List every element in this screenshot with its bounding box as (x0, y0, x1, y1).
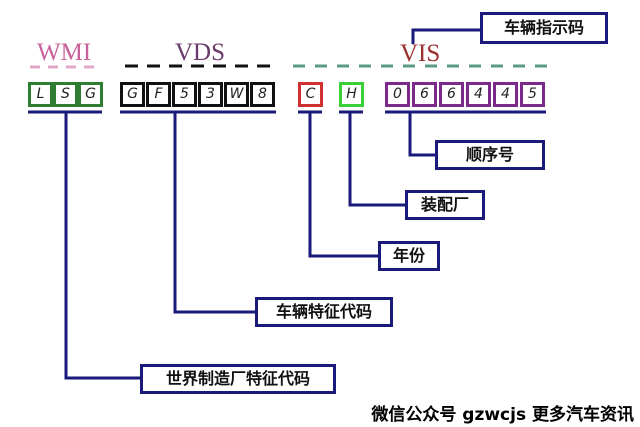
vds-char: 8 (250, 82, 275, 107)
wmi-char: L (28, 82, 53, 107)
vds-char: 5 (172, 82, 197, 107)
vds-char: W (224, 82, 249, 107)
seq-char: 4 (493, 82, 518, 107)
seq-char: 6 (439, 82, 464, 107)
sequence-label: 顺序号 (435, 140, 545, 170)
year-char: C (298, 82, 323, 107)
wmi-connector (64, 112, 140, 380)
vin-connector (411, 28, 482, 44)
plant-connector (348, 112, 405, 207)
vds-label: 车辆特征代码 (255, 297, 393, 327)
vis-heading: VIS (400, 40, 441, 67)
wmi-char: S (53, 82, 78, 107)
year-connector (308, 112, 378, 258)
seq-char: 5 (520, 82, 545, 107)
wmi-heading: WMI (37, 39, 92, 66)
seq-char: 4 (466, 82, 491, 107)
vin-label: 车辆指示码 (480, 12, 608, 44)
vds-char: G (120, 82, 145, 107)
seq-char: 6 (412, 82, 437, 107)
wmi-char: G (78, 82, 103, 107)
year-label: 年份 (378, 241, 440, 271)
vds-heading: VDS (175, 39, 226, 66)
vds-char: F (146, 82, 171, 107)
plant-label: 装配厂 (405, 190, 485, 220)
seq-connector (408, 112, 435, 157)
vds-connector (173, 112, 255, 314)
seq-char: 0 (385, 82, 410, 107)
vds-char: 3 (198, 82, 223, 107)
footer-watermark: 微信公众号 gzwcjs 更多汽车资讯 (371, 405, 634, 425)
wmi-label: 世界制造厂特征代码 (140, 364, 336, 394)
plant-char: H (339, 82, 364, 107)
